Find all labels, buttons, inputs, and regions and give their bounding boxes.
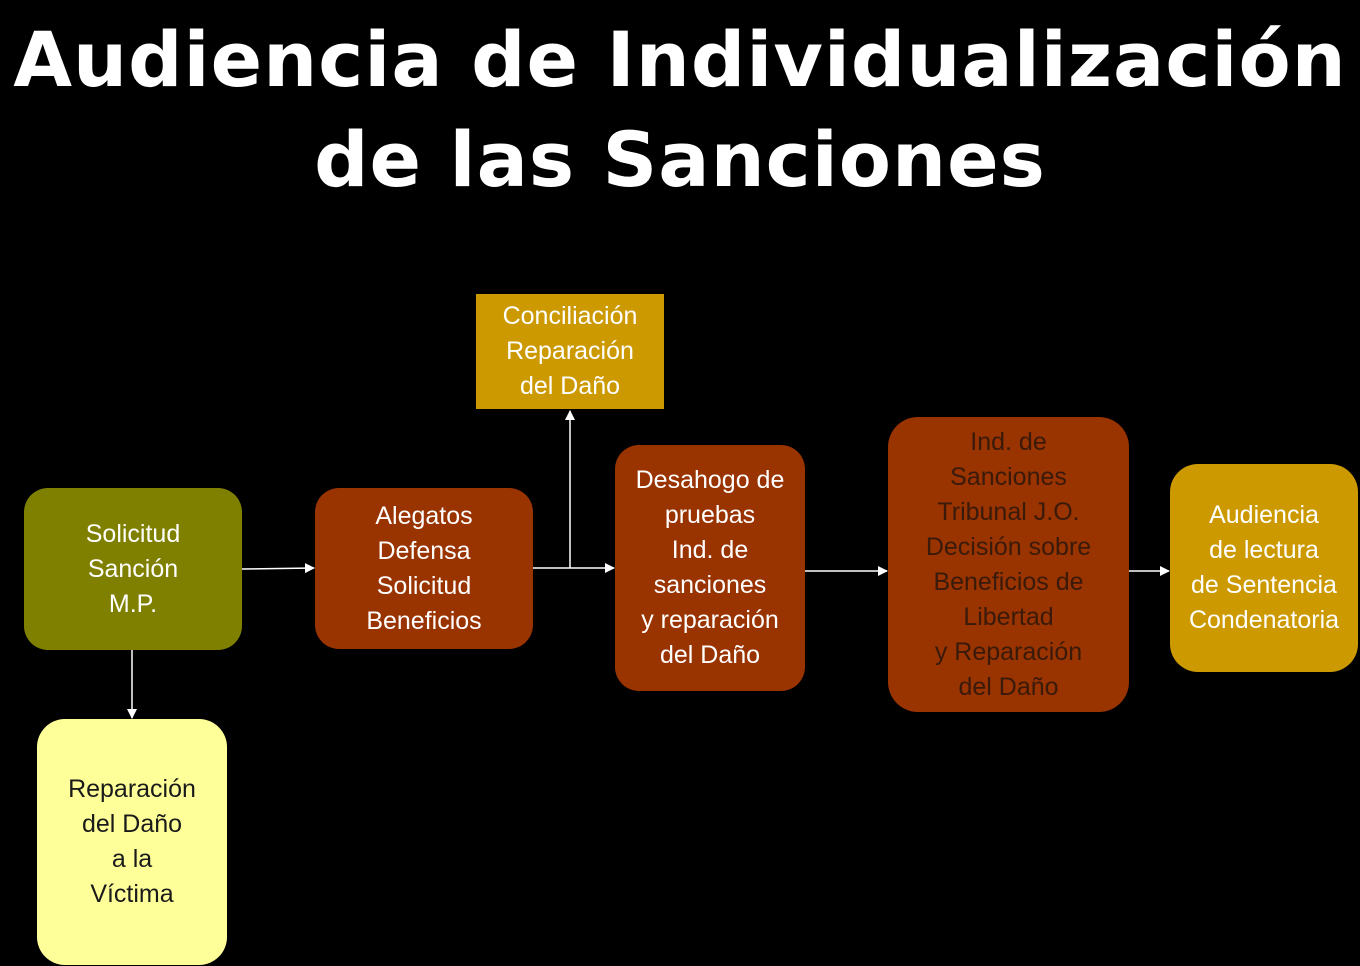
node-alegatos-line-3: Solicitud <box>376 571 472 600</box>
node-reparacion-victima-line-2: del Daño <box>81 810 183 838</box>
node-conciliacion-line-2: Reparación <box>506 337 634 365</box>
node-desahogo-line-6: del Daño <box>659 641 761 669</box>
node-individualizacion-line-4: Decisión sobre <box>925 532 1092 561</box>
node-conciliacion-line-1: Conciliación <box>502 302 638 330</box>
node-individualizacion-line-8: del Daño <box>958 672 1059 701</box>
node-alegatos-line-2: Defensa <box>377 536 471 565</box>
node-desahogo-line-5: y reparación <box>641 606 779 634</box>
node-individualizacion-line-5: Beneficios de <box>933 567 1084 596</box>
node-audiencia-lectura-line-2: de lectura <box>1209 536 1319 564</box>
node-desahogo-line-1: Desahogo de <box>635 466 785 494</box>
node-desahogo-line-4: sanciones <box>653 571 767 599</box>
node-solicitud-line-2: Sanción <box>87 554 179 583</box>
node-audiencia-lectura-line-1: Audiencia <box>1209 501 1319 529</box>
node-alegatos-line-1: Alegatos <box>375 501 473 530</box>
node-individualizacion-line-6: Libertad <box>963 602 1054 631</box>
node-desahogo-pruebas: Desahogo de pruebas Ind. de sanciones y … <box>615 445 805 691</box>
node-individualizacion-line-2: Sanciones <box>950 462 1067 491</box>
node-desahogo-line-3: Ind. de <box>671 536 749 564</box>
node-solicitud-line-3: M.P. <box>108 589 158 618</box>
page-title: Audiencia de Individualización de las Sa… <box>0 10 1360 210</box>
node-desahogo-line-2: pruebas <box>664 501 756 529</box>
title-line-2: de las Sanciones <box>314 115 1046 204</box>
node-individualizacion-line-1: Ind. de <box>970 427 1047 456</box>
arrow-solicitud-to-alegatos <box>241 563 315 574</box>
node-individualizacion-line-3: Tribunal J.O. <box>937 497 1080 526</box>
node-audiencia-lectura-line-4: Condenatoria <box>1188 606 1340 634</box>
node-conciliacion: Conciliación Reparación del Daño <box>476 294 664 409</box>
node-individualizacion-line-7: y Reparación <box>934 637 1083 666</box>
node-reparacion-victima-line-3: a la <box>111 845 153 873</box>
node-individualizacion-tribunal: Ind. de Sanciones Tribunal J.O. Decisión… <box>888 417 1129 712</box>
node-alegatos-defensa: Alegatos Defensa Solicitud Beneficios <box>315 488 533 649</box>
node-conciliacion-line-3: del Daño <box>519 372 621 400</box>
node-reparacion-victima-line-1: Reparación <box>68 775 196 803</box>
node-solicitud-line-1: Solicitud <box>85 519 181 548</box>
node-audiencia-lectura-line-3: de Sentencia <box>1191 571 1337 599</box>
node-alegatos-line-4: Beneficios <box>366 606 482 635</box>
node-reparacion-victima-line-4: Víctima <box>90 880 174 908</box>
node-reparacion-victima: Reparación del Daño a la Víctima <box>37 719 227 965</box>
title-line-1: Audiencia de Individualización <box>13 15 1347 104</box>
node-solicitud-sancion: Solicitud Sanción M.P. <box>24 488 242 650</box>
node-audiencia-lectura: Audiencia de lectura de Sentencia Conden… <box>1170 464 1358 672</box>
